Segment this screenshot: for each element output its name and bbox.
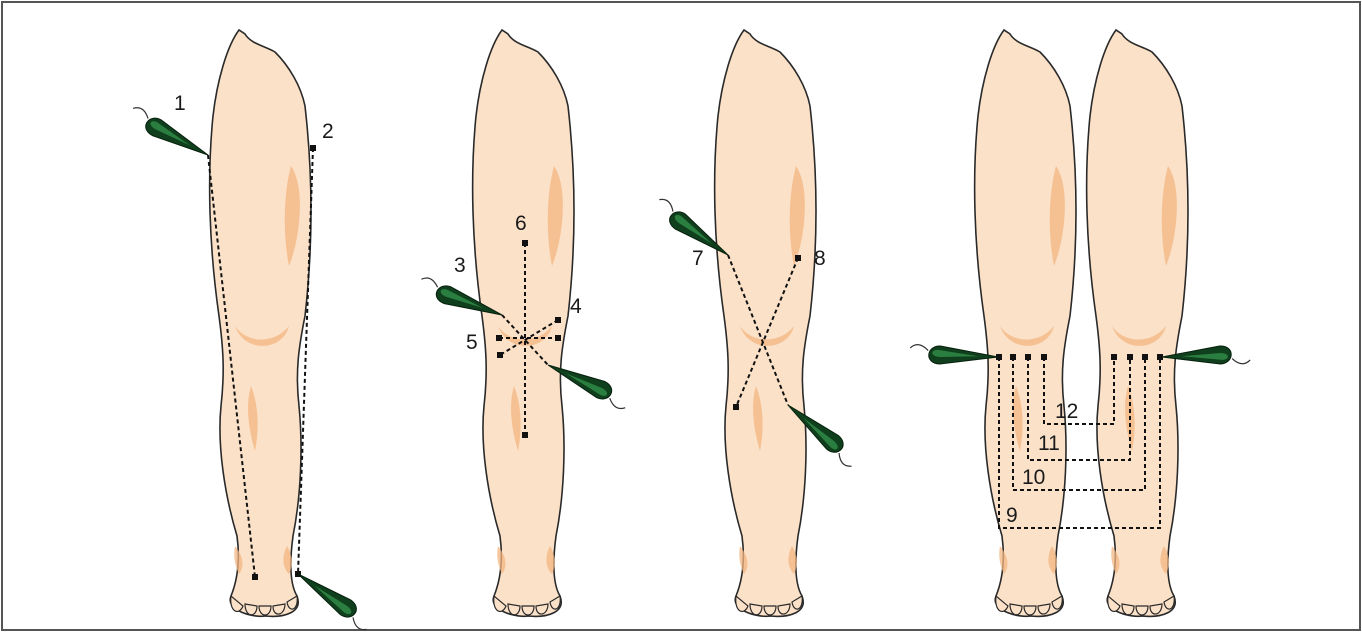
point-4-end [497, 352, 503, 358]
label-4: 4 [570, 295, 582, 318]
point-8 [795, 255, 801, 261]
panel-1: 1 2 [126, 30, 375, 632]
label-7: 7 [692, 247, 704, 270]
label-10: 10 [1022, 466, 1045, 489]
label-12: 12 [1055, 400, 1078, 423]
panel-3: 7 8 [651, 30, 861, 616]
label-6: 6 [515, 212, 527, 235]
label-11: 11 [1038, 432, 1060, 455]
label-1: 1 [174, 92, 186, 115]
leg-front [715, 30, 816, 616]
point-11-right [1127, 354, 1133, 360]
leg-front [473, 30, 574, 616]
point-6-top [522, 240, 528, 246]
point-5-left [496, 335, 502, 341]
label-9: 9 [1006, 504, 1018, 527]
point-1-end [252, 574, 258, 580]
electrode-2 [293, 567, 376, 632]
leg-front [210, 30, 311, 616]
point-5-right [555, 335, 561, 341]
label-2: 2 [322, 120, 334, 143]
label-8: 8 [814, 247, 826, 270]
panel-4: 9 10 11 12 [910, 30, 1251, 616]
label-3: 3 [454, 254, 466, 277]
point-2 [310, 145, 316, 151]
point-6-bottom [522, 432, 528, 438]
point-8-end [733, 404, 739, 410]
point-4 [555, 317, 561, 323]
electrode-left [910, 344, 999, 366]
label-5: 5 [466, 331, 478, 354]
electrode-1 [126, 105, 212, 163]
panel-2: 3 4 5 6 [416, 30, 631, 616]
